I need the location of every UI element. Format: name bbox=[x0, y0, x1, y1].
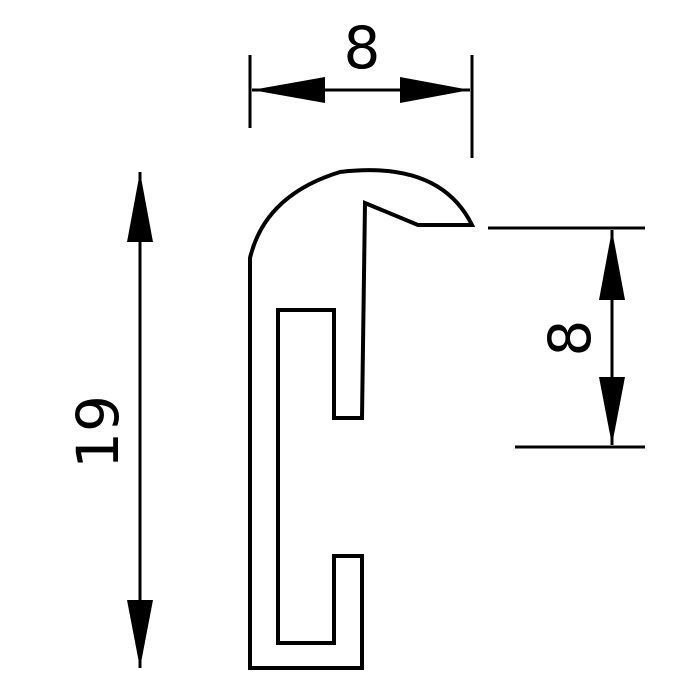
arrowhead-top-left bbox=[252, 77, 325, 103]
arrowhead-lip-bottom bbox=[599, 377, 625, 445]
top-width-dimension bbox=[248, 55, 474, 158]
profile-outline bbox=[248, 168, 476, 670]
arrowhead-height-top bbox=[127, 172, 153, 242]
lip-depth-label: 8 bbox=[536, 320, 604, 357]
lip-depth-dimension bbox=[488, 226, 645, 449]
total-height-dimension bbox=[127, 172, 153, 668]
total-height-label: 19 bbox=[64, 395, 132, 469]
profile-outer-contour bbox=[248, 168, 476, 670]
arrowhead-lip-top bbox=[599, 230, 625, 300]
top-width-label: 8 bbox=[344, 14, 381, 82]
arrowhead-height-bottom bbox=[127, 600, 153, 668]
arrowhead-top-right bbox=[400, 77, 470, 103]
